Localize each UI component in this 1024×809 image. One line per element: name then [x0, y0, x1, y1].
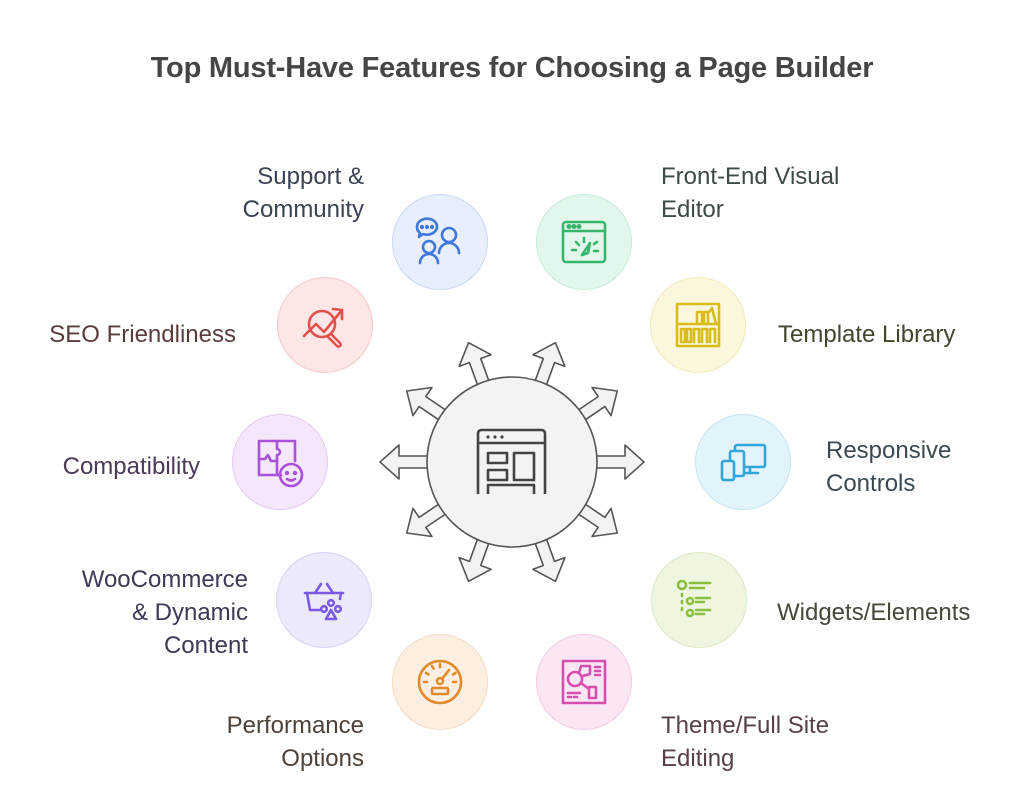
feature-node-compat	[232, 414, 328, 510]
feature-node-frontend	[536, 194, 632, 290]
feature-label-theme: Theme/Full Site Editing	[661, 712, 830, 772]
devices-icon	[720, 443, 767, 482]
feature-label-support: Support & Community	[242, 163, 364, 223]
feature-label-template: Template Library	[778, 321, 956, 348]
feature-node-support	[392, 194, 488, 290]
page-builder-layout-icon	[476, 428, 547, 494]
chat-users-icon	[415, 217, 461, 265]
feature-node-widgets	[651, 552, 747, 648]
bookshelf-icon	[675, 302, 721, 348]
puzzle-face-icon	[257, 439, 304, 488]
feature-label-woo: WooCommerce & Dynamic Content	[81, 566, 248, 659]
feature-node-template	[650, 277, 746, 373]
feature-node-performance	[392, 634, 488, 730]
feature-label-frontend: Front-End Visual Editor	[661, 163, 840, 223]
search-growth-icon	[302, 307, 344, 348]
speedometer-icon	[417, 659, 463, 705]
basket-shapes-icon	[303, 582, 345, 621]
feature-node-responsive	[695, 414, 791, 510]
feature-label-performance: Performance Options	[226, 712, 364, 772]
site-layout-icon	[561, 659, 607, 705]
feature-label-responsive: Responsive Controls	[826, 437, 952, 497]
feature-label-seo: SEO Friendliness	[49, 321, 236, 348]
hub-circle	[426, 376, 598, 548]
browser-editor-icon	[561, 220, 607, 264]
diagram-title: Top Must-Have Features for Choosing a Pa…	[150, 52, 874, 84]
feature-label-widgets: Widgets/Elements	[777, 599, 971, 626]
list-elements-icon	[676, 579, 712, 618]
feature-label-compat: Compatibility	[62, 453, 200, 480]
feature-node-seo	[277, 277, 373, 373]
feature-node-woo	[276, 552, 372, 648]
feature-node-theme	[536, 634, 632, 730]
